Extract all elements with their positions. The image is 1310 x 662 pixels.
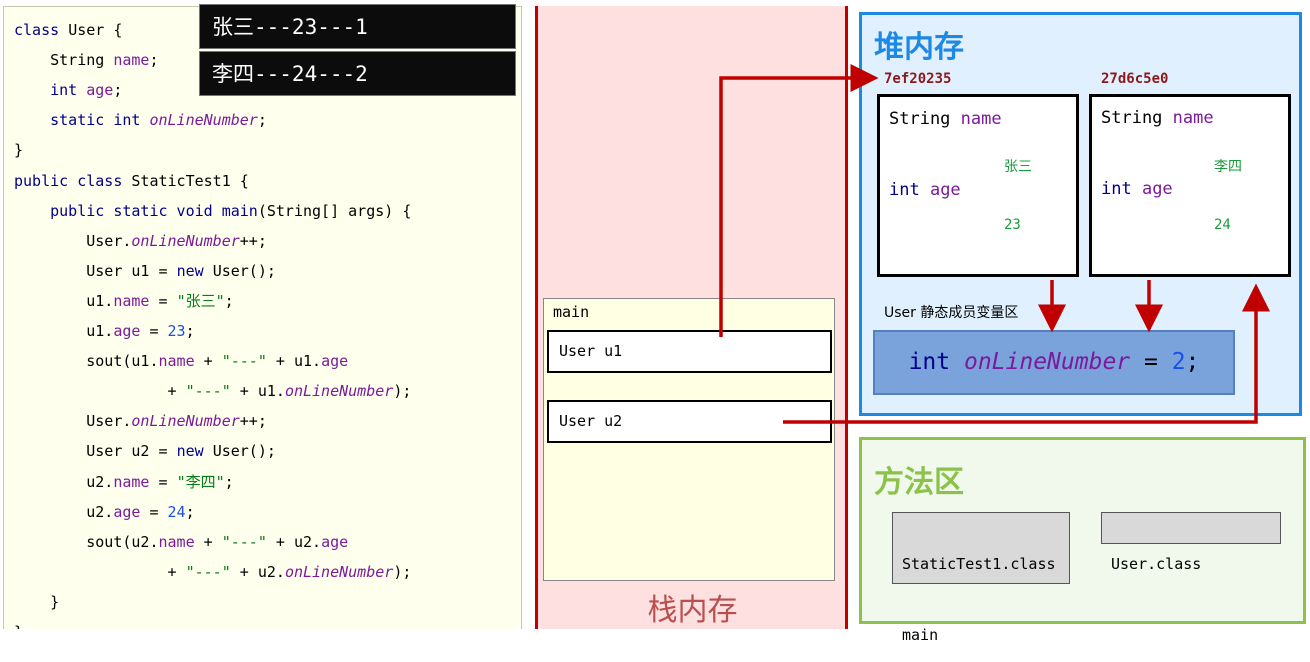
stack-var-u1: User u1 xyxy=(547,330,832,373)
heap-object-user-2 xyxy=(1089,94,1291,277)
code-line: } xyxy=(14,621,23,629)
code-line: String name; xyxy=(14,51,159,70)
stack-right-border xyxy=(845,6,848,629)
code-line: class User { xyxy=(14,21,123,39)
code-panel: class User { String name; int age; stati… xyxy=(3,6,522,629)
code-line: static int onLineNumber; xyxy=(50,111,267,130)
obj2-name-value: 李四 xyxy=(1214,159,1242,175)
class-box-statictest1: StaticTest1.class main xyxy=(892,512,1070,644)
code-line: public class StaticTest1 { xyxy=(14,171,249,190)
code-line: int age; xyxy=(50,81,123,100)
obj2-field-name: String name xyxy=(1101,108,1214,128)
obj2-field-age: int age xyxy=(1101,179,1173,199)
class-box-user: User.class xyxy=(1101,512,1281,573)
code-line: sout(u1.name + "---" + u1.age xyxy=(14,352,349,371)
code-line: } xyxy=(14,592,60,611)
console-output-line-1: 张三---23---1 xyxy=(199,4,516,49)
obj1-age-value: 23 xyxy=(1004,217,1021,233)
code-line: + "---" + u1.onLineNumber); xyxy=(14,382,412,401)
obj2-address: 27d6c5e0 xyxy=(1101,71,1169,87)
heap-memory-title: 堆内存 xyxy=(874,30,964,65)
code-line: sout(u2.name + "---" + u2.age xyxy=(14,532,349,551)
stack-var-u2: User u2 xyxy=(547,400,832,443)
class1-name: StaticTest1.class xyxy=(902,555,1056,573)
obj2-age-value: 24 xyxy=(1214,217,1231,233)
stack-left-border xyxy=(535,6,538,629)
static-area-label: User 静态成员变量区 xyxy=(884,305,1019,321)
code-line: User.onLineNumber++; xyxy=(14,412,267,431)
code-line: User.onLineNumber++; xyxy=(14,231,267,250)
code-line: u2.age = 24; xyxy=(14,502,195,521)
heap-object-user-1 xyxy=(877,94,1079,277)
class2-name: User.class xyxy=(1111,555,1202,573)
code-line: public static void main(String[] args) { xyxy=(50,201,412,220)
code-line: u2.name = "李四"; xyxy=(14,472,234,491)
code-line: User u2 = new User(); xyxy=(14,442,276,461)
code-line: + "---" + u2.onLineNumber); xyxy=(14,562,412,581)
console-output-line-2: 李四---24---2 xyxy=(199,51,516,96)
code-line: u1.name = "张三"; xyxy=(14,291,234,310)
code-line: } xyxy=(14,141,24,160)
code-line: u1.age = 23; xyxy=(14,322,195,340)
obj1-field-name: String name xyxy=(889,109,1002,129)
obj1-field-age: int age xyxy=(889,180,961,200)
method-area-title: 方法区 xyxy=(874,465,964,500)
obj1-name-value: 张三 xyxy=(1004,159,1032,175)
stack-memory-title: 栈内存 xyxy=(647,593,738,628)
obj1-address: 7ef20235 xyxy=(884,71,952,87)
code-line: User u1 = new User(); xyxy=(14,261,276,280)
static-variable-box: int onLineNumber = 2; xyxy=(873,330,1235,395)
main-frame-label: main xyxy=(553,303,590,321)
